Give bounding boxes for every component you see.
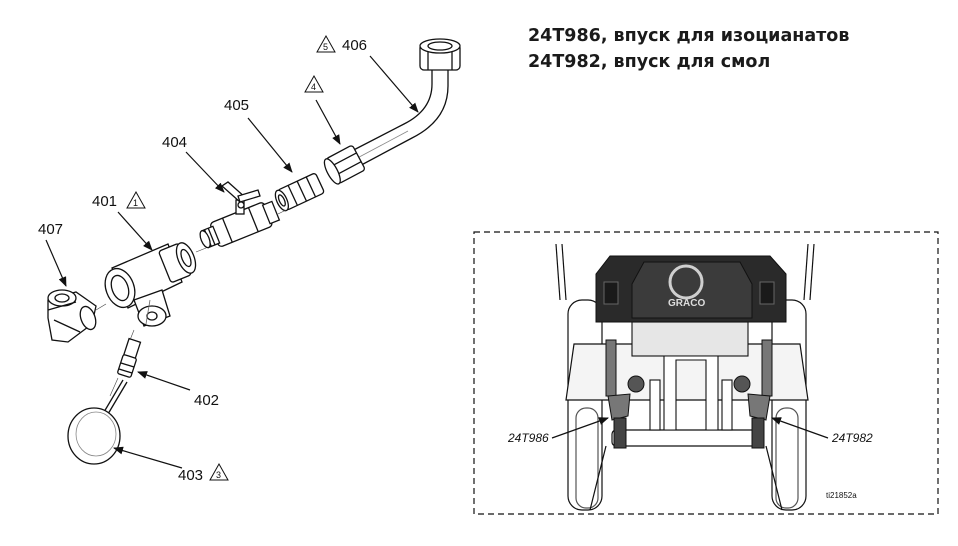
warning-triangle-icon — [126, 190, 146, 209]
graco-logo-icon — [668, 264, 704, 300]
warning-triangle-icon — [209, 462, 229, 481]
part-404-ball-valve — [199, 181, 281, 249]
assembly-axis — [95, 209, 287, 397]
part-402-nipple — [117, 337, 142, 378]
gauge-left-icon — [627, 375, 645, 393]
mark-4: 4 — [311, 82, 316, 92]
callout-401: 401 — [92, 193, 117, 210]
part-403-screen — [67, 379, 128, 465]
callout-402: 402 — [194, 392, 219, 409]
callout-407: 407 — [38, 221, 63, 238]
warning-triangle-icon — [304, 74, 324, 93]
callout-404: 404 — [162, 134, 187, 151]
part-407-elbow — [47, 289, 97, 343]
inset-view: GRACO — [473, 231, 939, 515]
callout-405: 405 — [224, 97, 249, 114]
mark-5: 5 — [323, 42, 328, 52]
figure-id: ti21852a — [826, 491, 857, 500]
leader-lines — [45, 55, 419, 469]
leader-24T986 — [551, 417, 609, 439]
part-401-strainer — [104, 242, 197, 327]
gauge-right-icon — [733, 375, 751, 393]
mark-1: 1 — [133, 198, 138, 208]
brand-logo: GRACO — [668, 298, 705, 309]
inset-label-left: 24T986 — [507, 431, 549, 445]
part-406-tube — [323, 38, 461, 185]
callout-403: 403 — [178, 467, 203, 484]
callout-406: 406 — [342, 37, 367, 54]
title-line-1: 24T986, впуск для изоцианатов — [528, 26, 850, 46]
mark-3: 3 — [216, 470, 221, 480]
title-line-2: 24T982, впуск для смол — [528, 52, 771, 72]
warning-triangle-icon — [316, 34, 336, 53]
inset-label-right: 24T982 — [831, 431, 873, 445]
part-405-nipple — [274, 173, 325, 212]
leader-24T982 — [771, 417, 829, 439]
